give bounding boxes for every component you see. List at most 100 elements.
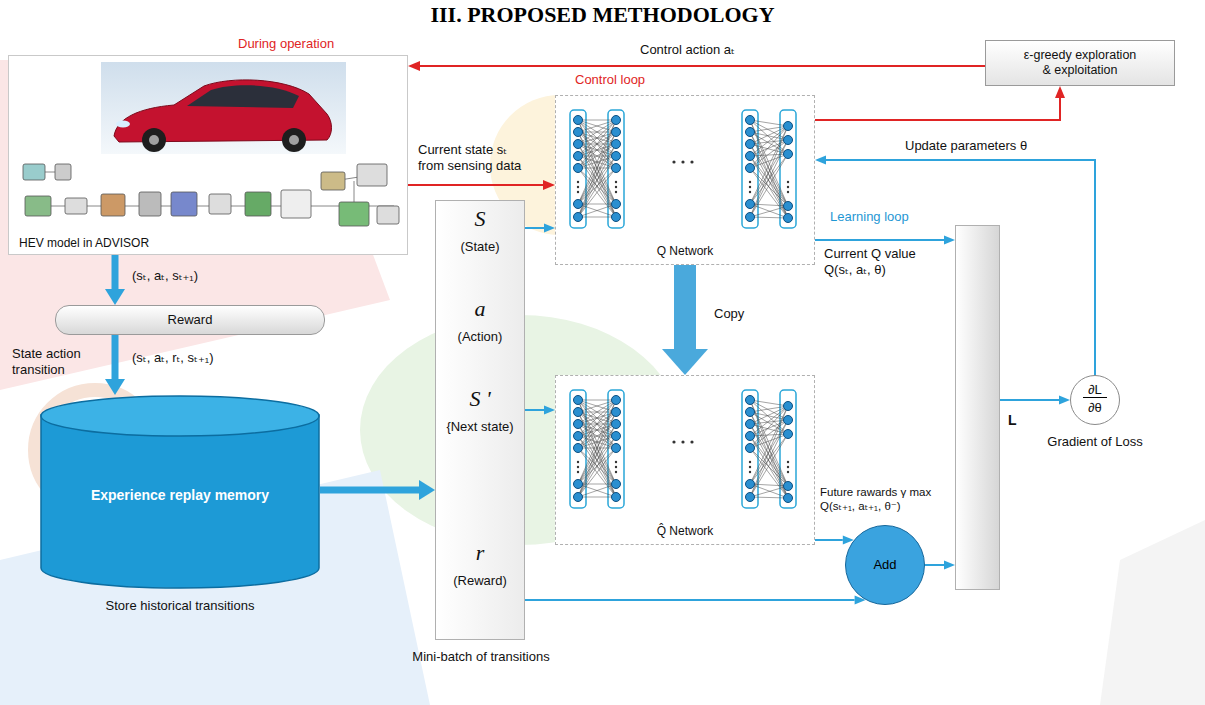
ellipsis-dot bbox=[615, 186, 617, 188]
layer-frame bbox=[608, 110, 624, 228]
flow-arrow bbox=[525, 599, 855, 601]
synapse-line bbox=[750, 120, 788, 218]
flow-arrow bbox=[525, 409, 544, 411]
q-network-box: Q Network bbox=[555, 95, 815, 265]
synapse-line bbox=[750, 132, 788, 140]
edge-label: Update parameters θ bbox=[905, 138, 1065, 154]
synapse-line bbox=[578, 204, 616, 217]
synapse-line bbox=[578, 217, 616, 218]
node-text: ∂L bbox=[1083, 382, 1107, 398]
synapse-line bbox=[750, 140, 788, 144]
model-block bbox=[281, 190, 311, 218]
synapse-line bbox=[750, 406, 788, 497]
synapse-line bbox=[750, 406, 788, 412]
synapse-line bbox=[578, 132, 616, 217]
flow-arrow bbox=[112, 255, 119, 289]
add-circle: Add bbox=[845, 525, 925, 605]
synapse-line bbox=[750, 140, 788, 217]
synapse-line bbox=[578, 400, 616, 448]
synapse-line bbox=[578, 120, 616, 156]
ellipsis-dot bbox=[749, 181, 751, 183]
synapse-line bbox=[578, 168, 616, 204]
node-text: Q̂ Network bbox=[556, 524, 814, 538]
ellipsis-dot bbox=[577, 471, 579, 473]
model-block bbox=[339, 202, 369, 226]
ellipsis-dot bbox=[577, 191, 579, 193]
synapse-line bbox=[578, 448, 616, 497]
synapse-line bbox=[750, 126, 788, 204]
watermark-right bbox=[1100, 520, 1205, 705]
node-text: HEV model in ADVISOR bbox=[19, 236, 399, 250]
synapse-line bbox=[750, 120, 788, 154]
node-text: Mini-batch of transitions bbox=[396, 649, 566, 665]
node-text: S bbox=[436, 207, 524, 231]
synapse-line bbox=[750, 132, 788, 206]
neuron bbox=[574, 116, 583, 125]
ellipsis-dot bbox=[681, 160, 684, 163]
edge-label: (sₜ, aₜ, rₜ, sₜ₊₁) bbox=[132, 350, 282, 366]
synapse-line bbox=[578, 400, 616, 401]
flow-arrow bbox=[1000, 399, 1059, 401]
neuron bbox=[746, 116, 755, 125]
neuron bbox=[612, 213, 621, 222]
synapse-line bbox=[578, 168, 616, 217]
neuron bbox=[746, 408, 755, 417]
synapse-line bbox=[578, 120, 616, 168]
synapse-line bbox=[578, 412, 616, 497]
neuron bbox=[574, 164, 583, 173]
node-text: (Action) bbox=[436, 329, 524, 345]
synapse-line bbox=[578, 400, 616, 436]
edge-label: Current Q value Q(sₜ, aₜ, θ) bbox=[824, 246, 924, 277]
loop-caption: Learning loop bbox=[830, 209, 950, 225]
neuron bbox=[574, 213, 583, 222]
synapse-line bbox=[750, 412, 788, 498]
synapse-line bbox=[578, 436, 616, 497]
neuron bbox=[574, 493, 583, 502]
synapse-line bbox=[750, 140, 788, 156]
neuron bbox=[574, 200, 583, 209]
ellipsis-dot bbox=[615, 466, 617, 468]
synapse-line bbox=[578, 400, 616, 448]
ellipsis-dot bbox=[615, 181, 617, 183]
synapse-line bbox=[578, 400, 616, 412]
synapse-line bbox=[750, 400, 788, 498]
synapse-line bbox=[750, 412, 788, 486]
synapse-line bbox=[750, 168, 788, 206]
page-title: III. PROPOSED METHODOLOGY bbox=[0, 2, 1205, 28]
synapse-line bbox=[578, 448, 616, 497]
node-text: ε-greedy exploration & exploitation bbox=[1019, 48, 1141, 78]
synapse-line bbox=[578, 424, 616, 448]
neuron bbox=[574, 480, 583, 489]
neuron bbox=[612, 432, 621, 441]
neuron bbox=[746, 432, 755, 441]
synapse-line bbox=[750, 434, 788, 448]
ellipsis-dot bbox=[577, 461, 579, 463]
model-block bbox=[209, 194, 231, 214]
loop-caption: Control loop bbox=[575, 72, 695, 88]
synapse-line bbox=[578, 436, 616, 497]
edge-label: Current state sₜ from sensing data bbox=[418, 142, 530, 173]
car-hub bbox=[289, 135, 299, 145]
net-illustration bbox=[556, 96, 816, 266]
synapse-line bbox=[750, 424, 788, 486]
neuron bbox=[574, 432, 583, 441]
node-text: Store historical transitions bbox=[30, 598, 330, 614]
node-text: S ' bbox=[436, 387, 524, 411]
neuron bbox=[612, 164, 621, 173]
ellipsis-dot bbox=[787, 191, 789, 193]
node-text: (State) bbox=[436, 239, 524, 255]
synapse-line bbox=[578, 120, 616, 204]
neuron bbox=[612, 128, 621, 137]
synapse-line bbox=[750, 406, 788, 484]
synapse-line bbox=[578, 424, 616, 448]
replay-memory-cylinder: Experience replay memoryStore historical… bbox=[40, 395, 320, 590]
layer-frame bbox=[570, 390, 586, 508]
ellipsis-dot bbox=[749, 186, 751, 188]
synapse-line bbox=[750, 144, 788, 206]
model-block bbox=[55, 164, 71, 180]
flow-arrow bbox=[525, 227, 544, 229]
synapse-line bbox=[578, 168, 616, 204]
ellipsis-dot bbox=[749, 471, 751, 473]
loop-caption: During operation bbox=[238, 36, 368, 52]
